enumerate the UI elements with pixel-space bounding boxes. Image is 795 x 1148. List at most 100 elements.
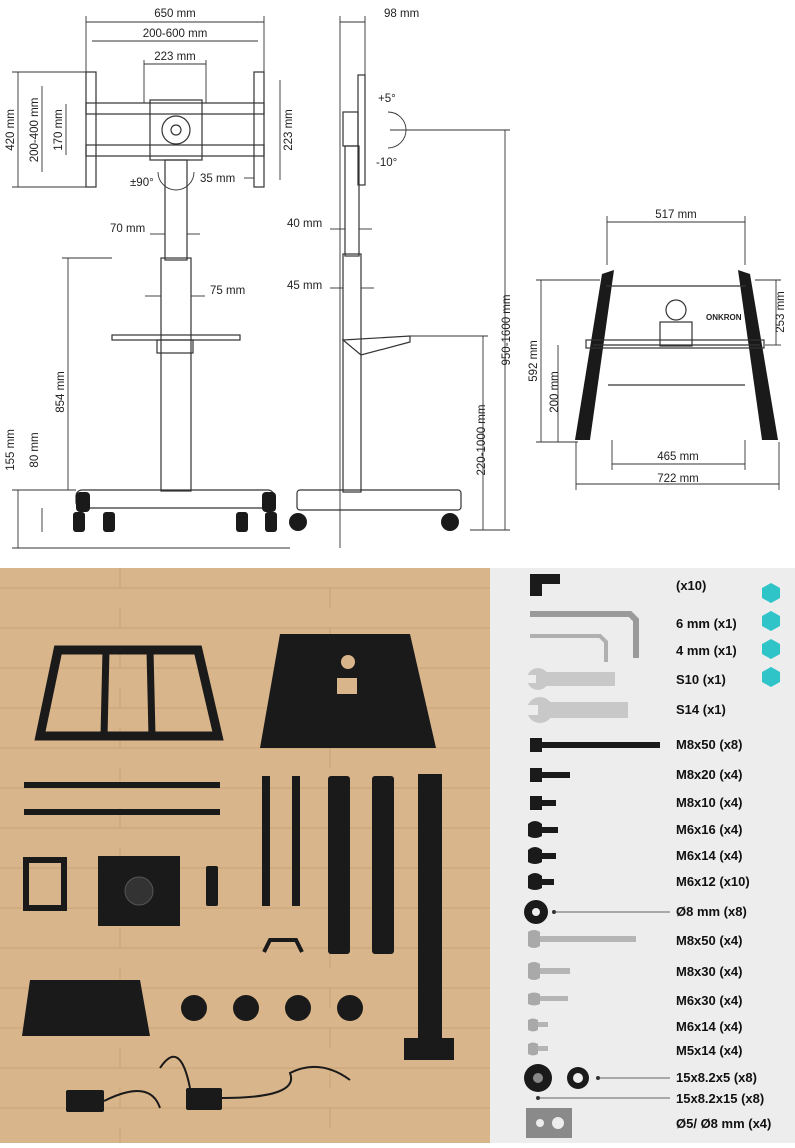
- svg-text:(x10): (x10): [676, 578, 706, 593]
- svg-text:Ø5/ Ø8 mm (x4): Ø5/ Ø8 mm (x4): [676, 1116, 771, 1131]
- vertical-bracket: [292, 776, 300, 906]
- cable: [221, 1065, 351, 1099]
- part-row: 15x8.2x15 (x8): [536, 1091, 764, 1106]
- part-row: 6 mm (x1): [530, 611, 737, 658]
- dim-base-total-height: 592 mm: [528, 340, 540, 382]
- dim-bracket-width: 35 mm: [200, 173, 235, 185]
- side-base: [296, 489, 462, 511]
- bolt-icon: [540, 996, 568, 1001]
- part-row: M6x14 (x4): [528, 847, 742, 864]
- cap-icon: [762, 667, 780, 687]
- dim-tilt-down: -10°: [376, 157, 397, 169]
- dim-plate-right: 223 mm: [283, 109, 295, 151]
- part-row: M6x12 (x10): [528, 873, 750, 890]
- dimension-diagram: 650 mm 200-600 mm 223 mm 420 mm 200-400 …: [5, 8, 787, 549]
- dim-base-inner-height: 200 mm: [549, 371, 561, 413]
- cap-icon: [762, 639, 780, 659]
- horizontal-rail: [24, 782, 220, 788]
- technical-drawing: 650 mm 200-600 mm 223 mm 420 mm 200-400 …: [0, 0, 795, 568]
- svg-text:M6x16 (x4): M6x16 (x4): [676, 822, 742, 837]
- svg-text:M6x14 (x4): M6x14 (x4): [676, 848, 742, 863]
- plate-icon: [526, 1108, 572, 1138]
- part-row: M8x50 (x8): [530, 737, 742, 752]
- svg-text:M6x12 (x10): M6x12 (x10): [676, 874, 750, 889]
- part-row: M6x30 (x4): [528, 992, 742, 1008]
- front-center-plate: [149, 99, 203, 161]
- caster-wheel: [337, 995, 363, 1021]
- front-base: [75, 489, 275, 509]
- dim-base-right-height: 253 mm: [775, 291, 787, 333]
- hardware-icons: (x10) 6 mm (x1) 4 mm (x1) S10 (x1) S14 (…: [524, 574, 780, 1138]
- bolt-icon: [542, 800, 556, 806]
- svg-text:M8x50 (x8): M8x50 (x8): [676, 737, 742, 752]
- part-row: M8x20 (x4): [530, 767, 742, 782]
- caster: [103, 512, 115, 532]
- brand-logo: ONKRON: [706, 313, 742, 322]
- svg-text:M6x30 (x4): M6x30 (x4): [676, 993, 742, 1008]
- wrench-icon: [542, 702, 628, 718]
- dim-base-low: 80 mm: [29, 432, 41, 467]
- shelf-clamp: [23, 857, 67, 911]
- dim-front-height: 420 mm: [5, 109, 17, 151]
- front-upper-arm: [85, 102, 265, 115]
- cap-icon: [762, 583, 780, 603]
- part-row: Ø8 mm (x8): [524, 900, 747, 924]
- front-right-rail: [253, 71, 265, 188]
- svg-text:6 mm (x1): 6 mm (x1): [676, 616, 737, 631]
- hardware-list: (x10) 6 mm (x1) 4 mm (x1) S10 (x1) S14 (…: [490, 568, 795, 1143]
- dim-center-spacing: 223 mm: [154, 51, 196, 63]
- side-upper-pole: [344, 145, 360, 257]
- horizontal-rail: [24, 809, 220, 815]
- screw-icon: [542, 827, 558, 833]
- vertical-bracket: [262, 776, 270, 906]
- part-row: 15x8.2x5 (x8): [524, 1064, 757, 1092]
- caster: [73, 512, 85, 532]
- caster-wheel: [181, 995, 207, 1021]
- part-row: S10 (x1): [526, 668, 726, 690]
- handle: [262, 938, 304, 953]
- caster: [265, 512, 277, 532]
- dim-side-lower-pole: 45 mm: [287, 280, 322, 292]
- dim-plate-height: 170 mm: [53, 109, 65, 151]
- svg-text:Ø8 mm (x8): Ø8 mm (x8): [676, 904, 747, 919]
- screw-icon: [542, 853, 556, 859]
- dim-tilt-up: +5°: [378, 93, 396, 105]
- front-view: 650 mm 200-600 mm 223 mm 420 mm 200-400 …: [5, 8, 295, 549]
- side-view: 98 mm +5° -10° 40 mm 45 mm 950-1600 mm 2…: [287, 8, 513, 548]
- remote-control-icon: [206, 866, 218, 906]
- screw-icon: [538, 1046, 548, 1051]
- dim-base-top-width: 517 mm: [655, 209, 697, 221]
- screw-icon: [542, 879, 554, 885]
- part-row: M6x16 (x4): [528, 821, 742, 838]
- side-shelf: [341, 335, 411, 356]
- wrench-icon: [540, 672, 615, 686]
- rotate-arrow-icon: [157, 171, 195, 191]
- bolt-icon: [540, 936, 636, 942]
- svg-text:S14 (x1): S14 (x1): [676, 702, 726, 717]
- caster: [289, 513, 307, 531]
- base-view: 517 mm ONKRON 253 mm 592 mm 200 mm 465 m…: [528, 209, 787, 490]
- svg-text:M6x14 (x4): M6x14 (x4): [676, 1019, 742, 1034]
- parts-layout: [0, 568, 490, 1143]
- caster-wheel: [233, 995, 259, 1021]
- side-lower-pole: [342, 253, 362, 493]
- caster: [441, 513, 459, 531]
- caster-wheel: [285, 995, 311, 1021]
- front-rotation-hub: [161, 115, 191, 145]
- shelf-tray: [22, 980, 150, 1036]
- caster: [236, 512, 248, 532]
- front-upper-pole: [164, 159, 188, 261]
- parts-photo: [0, 568, 490, 1143]
- dim-vesa-vertical: 200-400 mm: [29, 98, 41, 163]
- base-clamp: [659, 321, 693, 347]
- svg-text:M8x10 (x4): M8x10 (x4): [676, 795, 742, 810]
- part-row: (x10): [530, 574, 706, 596]
- pole-segment: [328, 776, 350, 954]
- front-left-rail: [85, 71, 97, 188]
- svg-text:15x8.2x15 (x8): 15x8.2x15 (x8): [676, 1091, 764, 1106]
- dim-base-bottom-width: 722 mm: [657, 473, 699, 485]
- svg-text:M8x20 (x4): M8x20 (x4): [676, 767, 742, 782]
- base-crossbar: [585, 339, 765, 349]
- pole-segment: [372, 776, 394, 954]
- svg-text:4 mm (x1): 4 mm (x1): [676, 643, 737, 658]
